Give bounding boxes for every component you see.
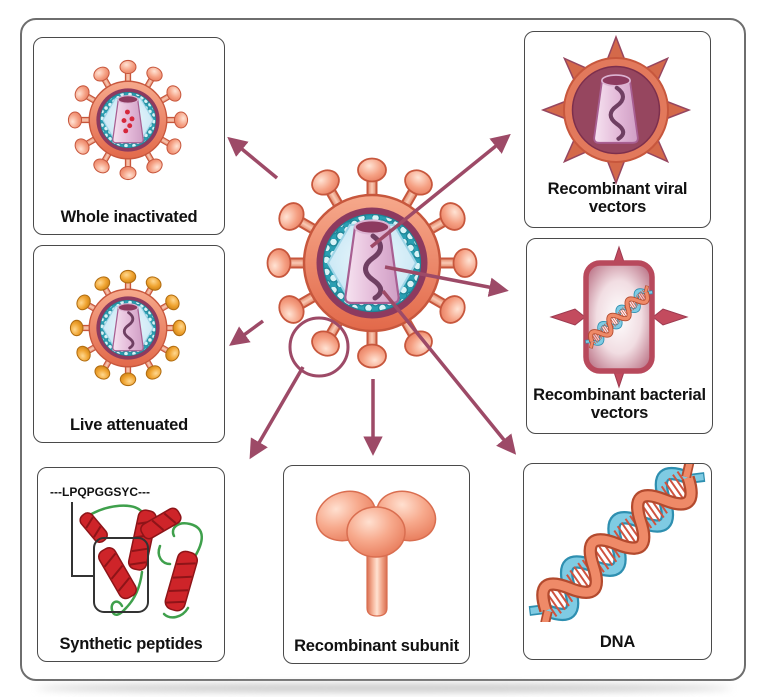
- card-label: Recombinant viral vectors: [547, 180, 688, 217]
- protein-ribbon-icon: ---LPQPGGSYC---: [50, 485, 203, 619]
- viral-vector-particle-icon: [542, 36, 690, 184]
- card-label: Recombinant subunit: [294, 637, 459, 656]
- card-live-attenuated: Live attenuated: [33, 245, 225, 443]
- epitope-callout-line: [71, 502, 94, 577]
- card-dna: DNA: [523, 463, 712, 660]
- card-label: Synthetic peptides: [59, 635, 203, 654]
- card-whole-inactivated: Whole inactivated: [33, 37, 225, 235]
- card-recombinant-subunit: Recombinant subunit: [283, 465, 470, 664]
- card-label: Whole inactivated: [60, 208, 198, 227]
- card-label: Recombinant bacterial vectors: [533, 386, 706, 423]
- card-recombinant-bacterial-vectors: Recombinant bacterial vectors: [526, 238, 713, 434]
- card-label: Live attenuated: [69, 416, 189, 435]
- spike-protein-trimer-icon: [315, 490, 437, 617]
- card-synthetic-peptides: ---LPQPGGSYC--- Synthetic peptides: [37, 467, 225, 662]
- bacterium-with-dna-icon: [549, 245, 689, 389]
- inactivated-virion-icon: [67, 59, 189, 181]
- dna-double-helix-icon: [524, 464, 709, 622]
- attenuated-virion-icon: [69, 269, 187, 387]
- page-shadow: [36, 684, 732, 692]
- peptide-sequence: ---LPQPGGSYC---: [50, 485, 150, 499]
- card-label: DNA: [599, 633, 636, 652]
- card-recombinant-viral-vectors: Recombinant viral vectors: [524, 31, 711, 228]
